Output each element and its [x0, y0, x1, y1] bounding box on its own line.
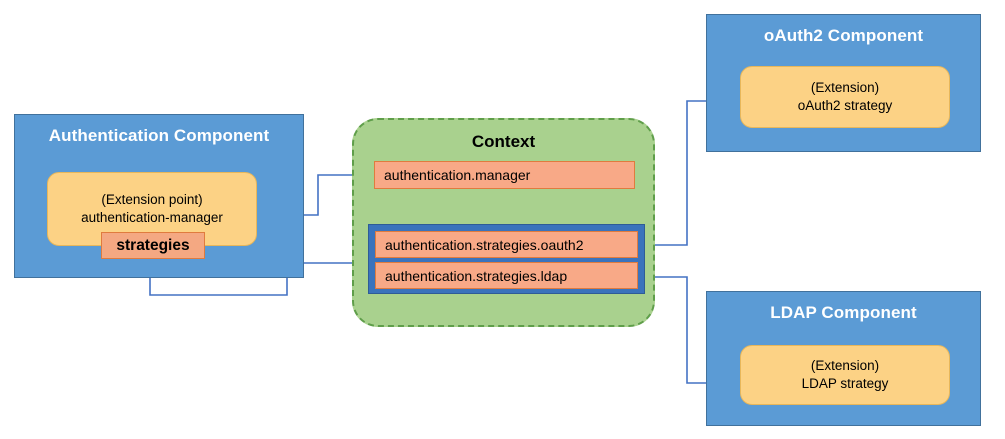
strategies-chip: strategies [101, 232, 205, 259]
context-title: Context [471, 132, 536, 151]
ldap-extension-name-label: LDAP strategy [801, 376, 889, 391]
oauth2-component-title: oAuth2 Component [763, 26, 924, 45]
ldap-extension-kind-label: (Extension) [810, 357, 880, 373]
bean-authentication-manager: authentication.manager [374, 161, 635, 189]
context-container: Context [352, 118, 655, 327]
extension-point-kind-label: (Extension point) [101, 191, 203, 207]
bean-ldap-label: authentication.strategies.ldap [385, 267, 568, 284]
ldap-strategy-extension: (Extension) LDAP strategy [740, 345, 950, 405]
extension-point-name-label: authentication-manager [81, 210, 223, 225]
strategies-chip-label: strategies [116, 236, 190, 254]
oauth2-strategy-extension: (Extension) oAuth2 strategy [740, 66, 950, 128]
bean-authentication-strategies-oauth2: authentication.strategies.oauth2 [375, 231, 638, 258]
oauth2-extension-kind-label: (Extension) [810, 79, 880, 95]
ldap-component-title: LDAP Component [770, 303, 917, 322]
bean-oauth2-label: authentication.strategies.oauth2 [385, 236, 584, 253]
bean-authentication-manager-label: authentication.manager [384, 167, 531, 183]
authentication-component-title: Authentication Component [48, 126, 270, 145]
oauth2-extension-name-label: oAuth2 strategy [797, 98, 893, 113]
bean-authentication-strategies-ldap: authentication.strategies.ldap [375, 262, 638, 289]
